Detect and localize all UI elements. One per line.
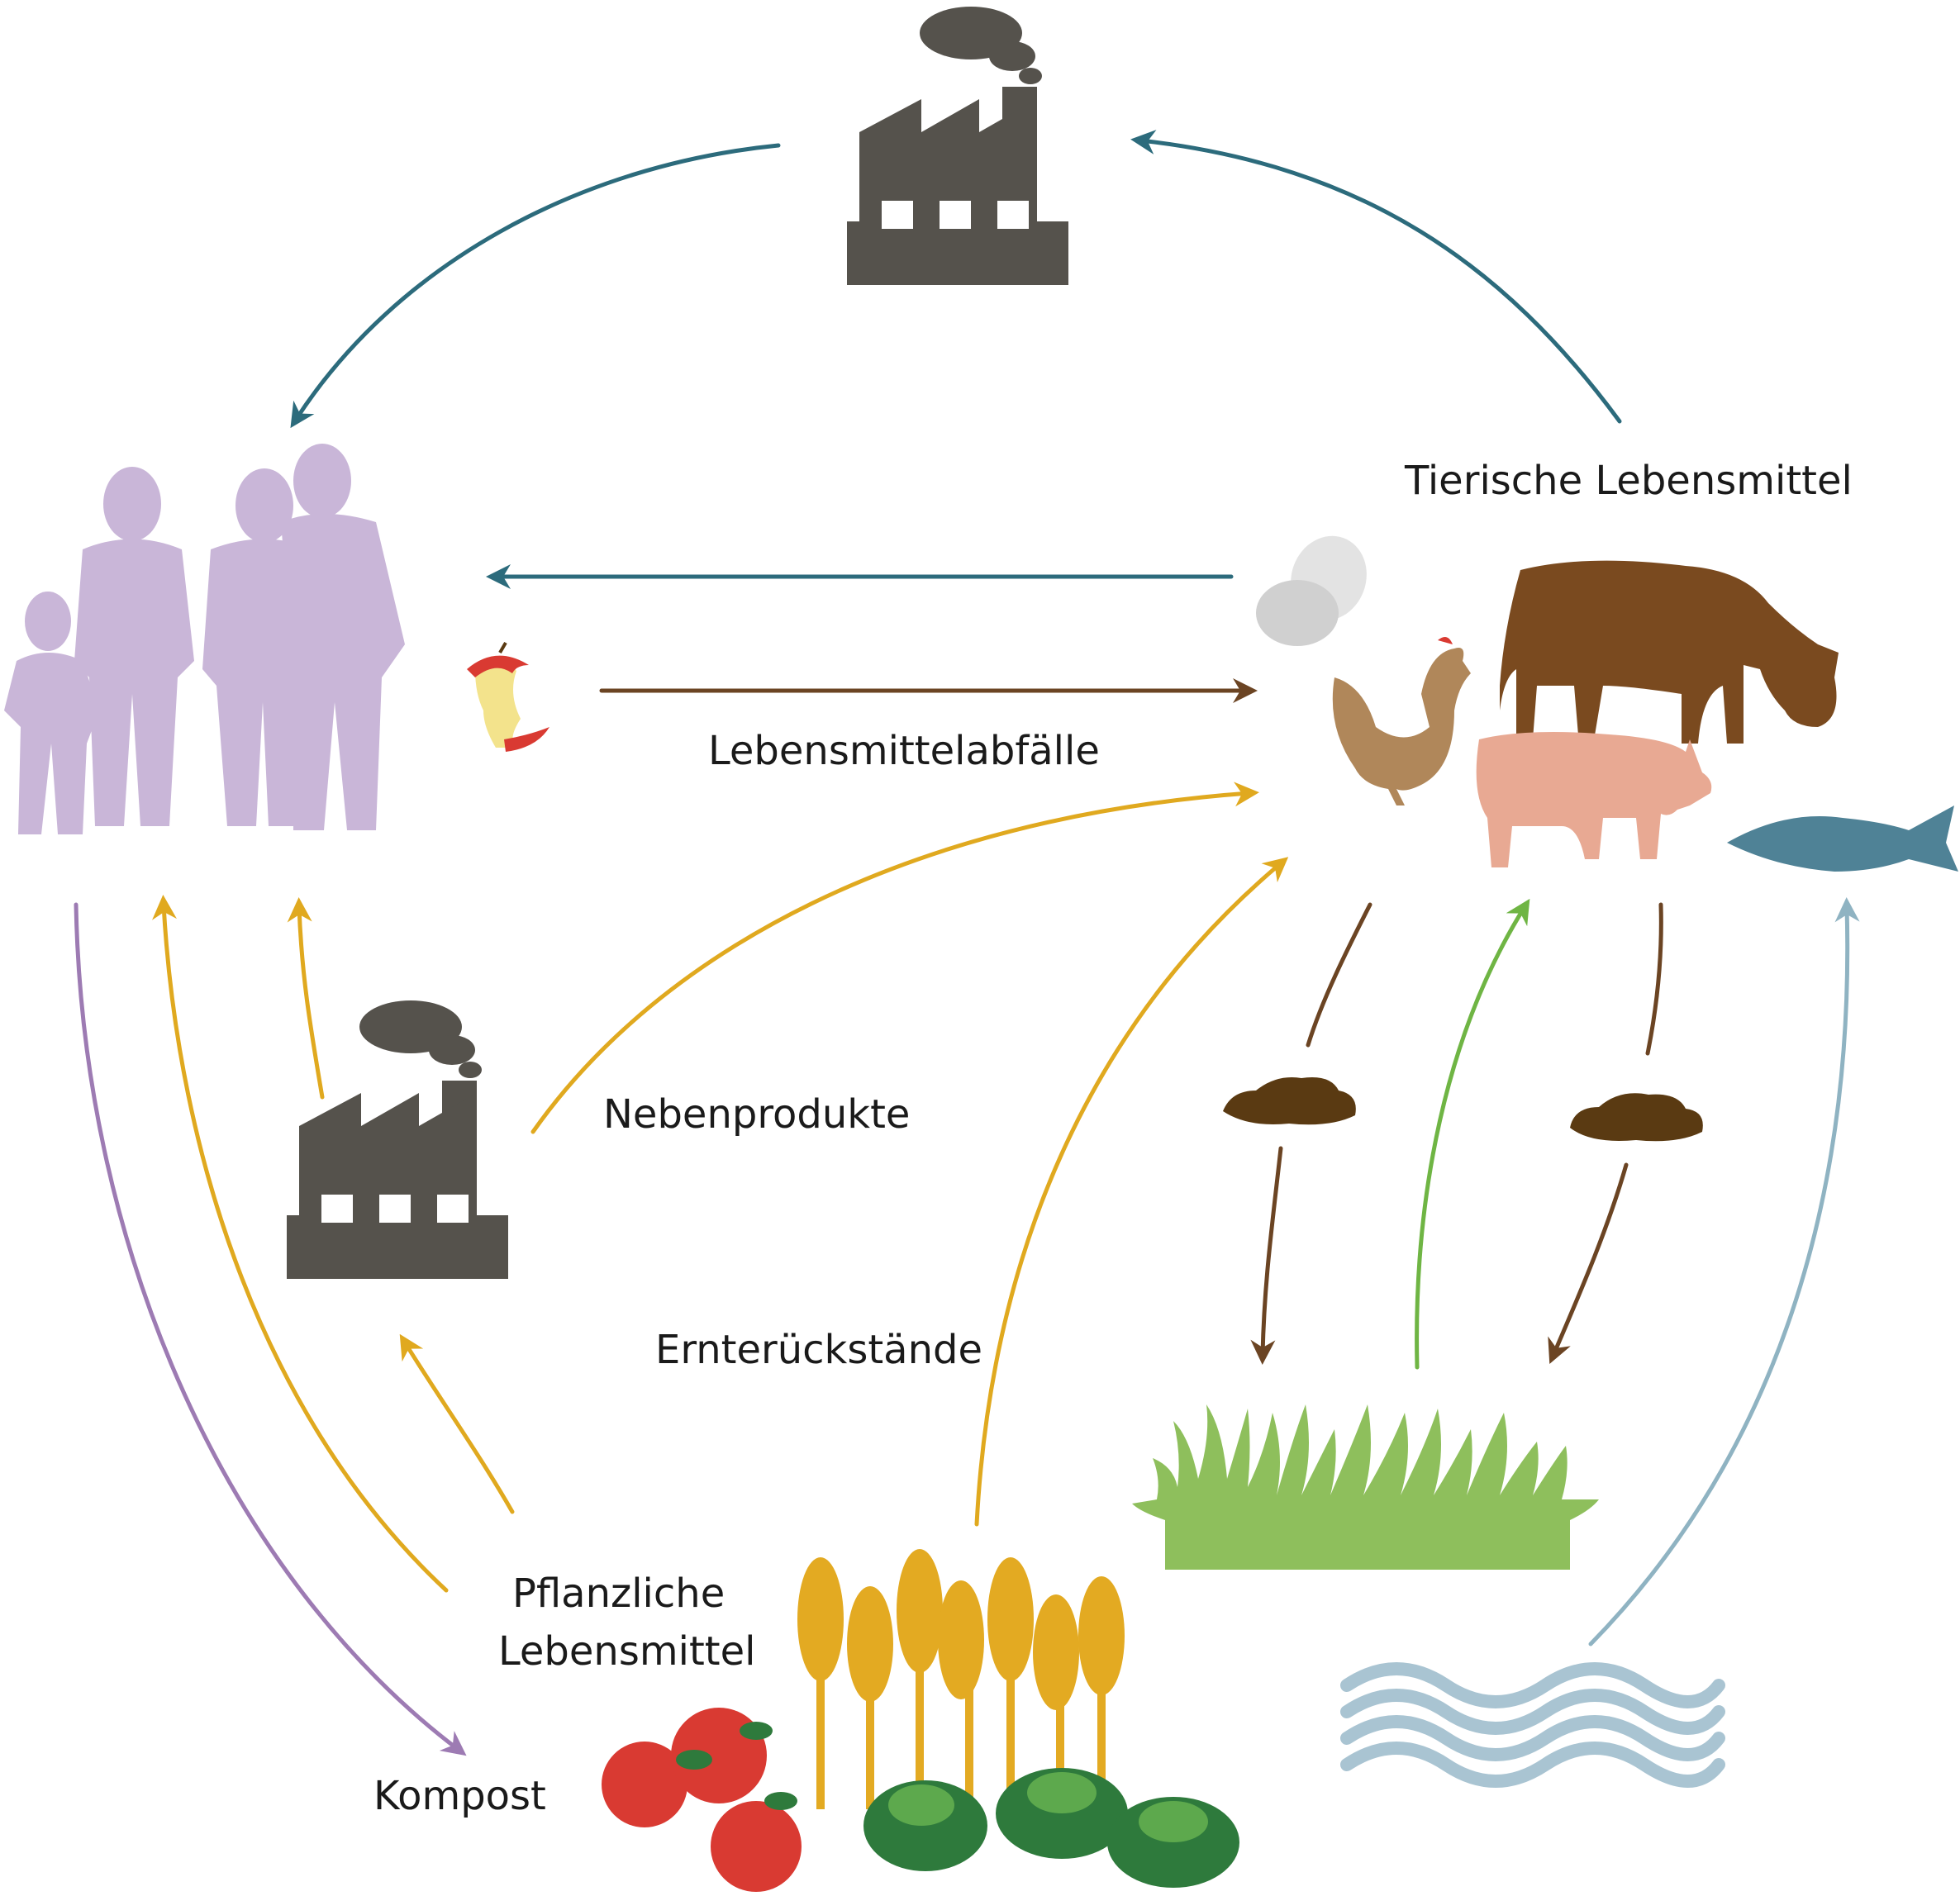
- label-ernterueckstaende: Ernterückstände: [655, 1327, 982, 1373]
- manure-icon: [1223, 1077, 1356, 1125]
- arrow-water-to-fish: [1588, 897, 1860, 1647]
- fish-icon: [1727, 805, 1958, 872]
- label-lebensmittelabfaelle: Lebensmittelabfälle: [708, 728, 1100, 774]
- arrow-plants-to-factory: [399, 1333, 515, 1514]
- arrow-factory-to-people-2: [287, 897, 325, 1100]
- arrow-animal-to-manure: [1306, 902, 1372, 1048]
- arrow-grass-to-animals: [1415, 898, 1530, 1370]
- grass-icon: [1132, 1404, 1599, 1570]
- people-icon: [4, 444, 405, 834]
- factory-icon: [287, 1000, 508, 1279]
- arrow-animal-to-manure-2: [1645, 902, 1663, 1056]
- arrow-plants-to-animals: [974, 857, 1289, 1527]
- arrow-byproducts-to-animals: [530, 782, 1259, 1134]
- label-kompost: Kompost: [373, 1773, 546, 1819]
- eggs-icon: [1256, 535, 1367, 646]
- factory-icon: [847, 7, 1068, 285]
- apple-icon: [602, 1708, 802, 1892]
- wheat-icon: [797, 1549, 1125, 1809]
- arrow-manure-to-grass: [1250, 1146, 1283, 1365]
- label-nebenprodukte: Nebenprodukte: [603, 1091, 910, 1138]
- manure-icon: [1570, 1093, 1703, 1142]
- hen-icon: [1332, 637, 1471, 805]
- pig-icon: [1476, 732, 1712, 867]
- arrow-plants-to-people: [152, 895, 449, 1593]
- label-tierische-lebensmittel: Tierische Lebensmittel: [1404, 458, 1853, 504]
- water-icon: [1340, 1662, 1725, 1788]
- arrow-animal-to-factory: [1130, 130, 1622, 424]
- lettuce-icon: [863, 1768, 1239, 1888]
- label-pflanzliche-line2: Lebensmittel: [498, 1628, 755, 1675]
- arrow-people-to-compost: [74, 902, 467, 1756]
- apple-core-icon: [467, 641, 549, 752]
- arrow-manure-to-grass-2: [1548, 1162, 1629, 1365]
- label-pflanzliche-line1: Pflanzliche: [512, 1570, 725, 1617]
- arrow-factory-to-people: [290, 143, 781, 429]
- cow-icon: [1500, 560, 1839, 744]
- arrows: [74, 130, 1860, 1756]
